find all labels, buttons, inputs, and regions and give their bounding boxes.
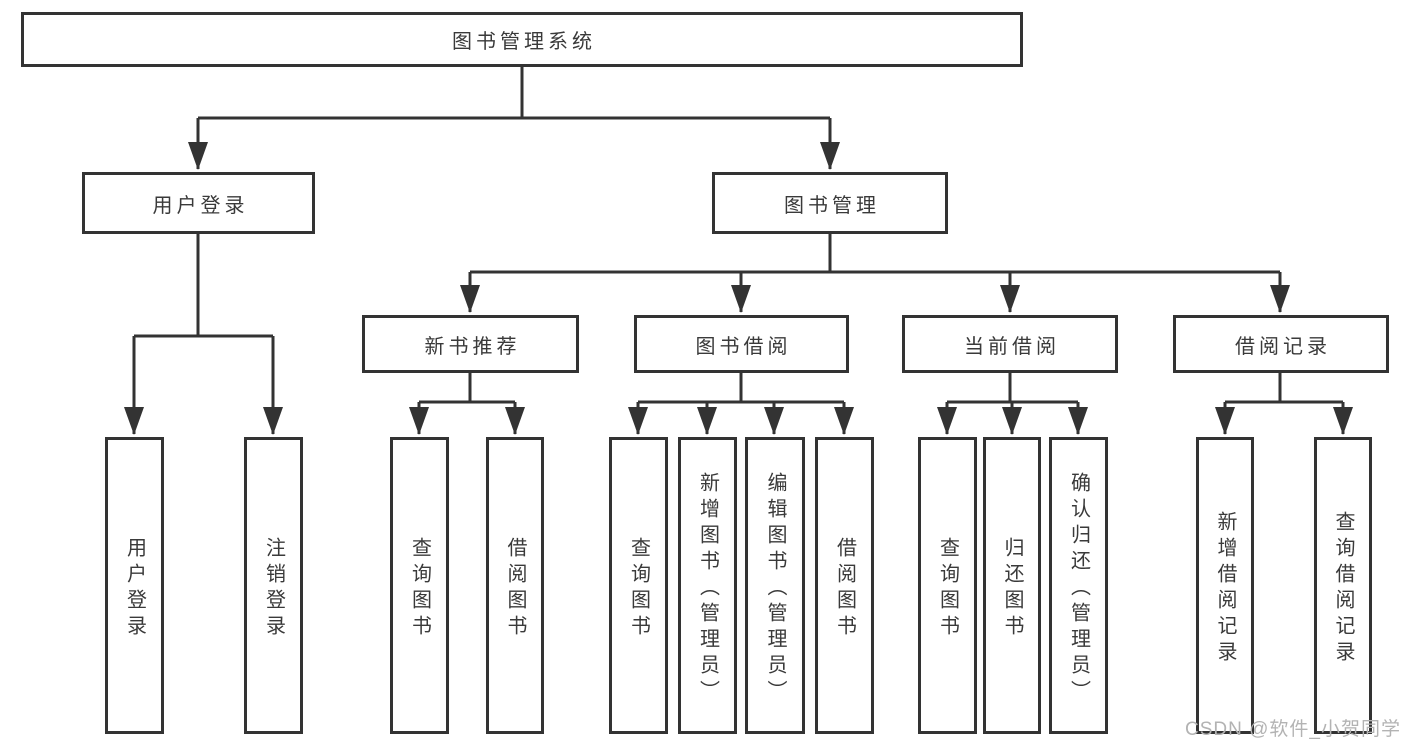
node-new-book-recommend: 新书推荐 — [362, 315, 579, 373]
leaf-bb-query-books: 查询图书 — [609, 437, 668, 734]
leaf-cb-confirm-return-admin: 确认归还（管理员） — [1049, 437, 1108, 734]
leaf-br-query-borrow-record: 查询借阅记录 — [1314, 437, 1372, 734]
leaf-user-login: 用户登录 — [105, 437, 164, 734]
leaf-logout: 注销登录 — [244, 437, 303, 734]
node-book-borrow: 图书借阅 — [634, 315, 849, 373]
node-book-management: 图书管理 — [712, 172, 948, 234]
node-borrow-record: 借阅记录 — [1173, 315, 1389, 373]
leaf-bb-borrow-books: 借阅图书 — [815, 437, 874, 734]
leaf-nb-borrow-books: 借阅图书 — [486, 437, 544, 734]
leaf-cb-query-books: 查询图书 — [918, 437, 977, 734]
leaf-bb-edit-books-admin: 编辑图书（管理员） — [745, 437, 805, 734]
csdn-watermark: CSDN @软件_小贺同学 — [1185, 719, 1401, 740]
leaf-nb-query-books: 查询图书 — [390, 437, 449, 734]
leaf-bb-add-books-admin: 新增图书（管理员） — [678, 437, 737, 734]
node-root-library-system: 图书管理系统 — [21, 12, 1023, 67]
leaf-cb-return-books: 归还图书 — [983, 437, 1041, 734]
node-current-borrow: 当前借阅 — [902, 315, 1118, 373]
leaf-br-add-borrow-record: 新增借阅记录 — [1196, 437, 1254, 734]
node-user-login: 用户登录 — [82, 172, 315, 234]
